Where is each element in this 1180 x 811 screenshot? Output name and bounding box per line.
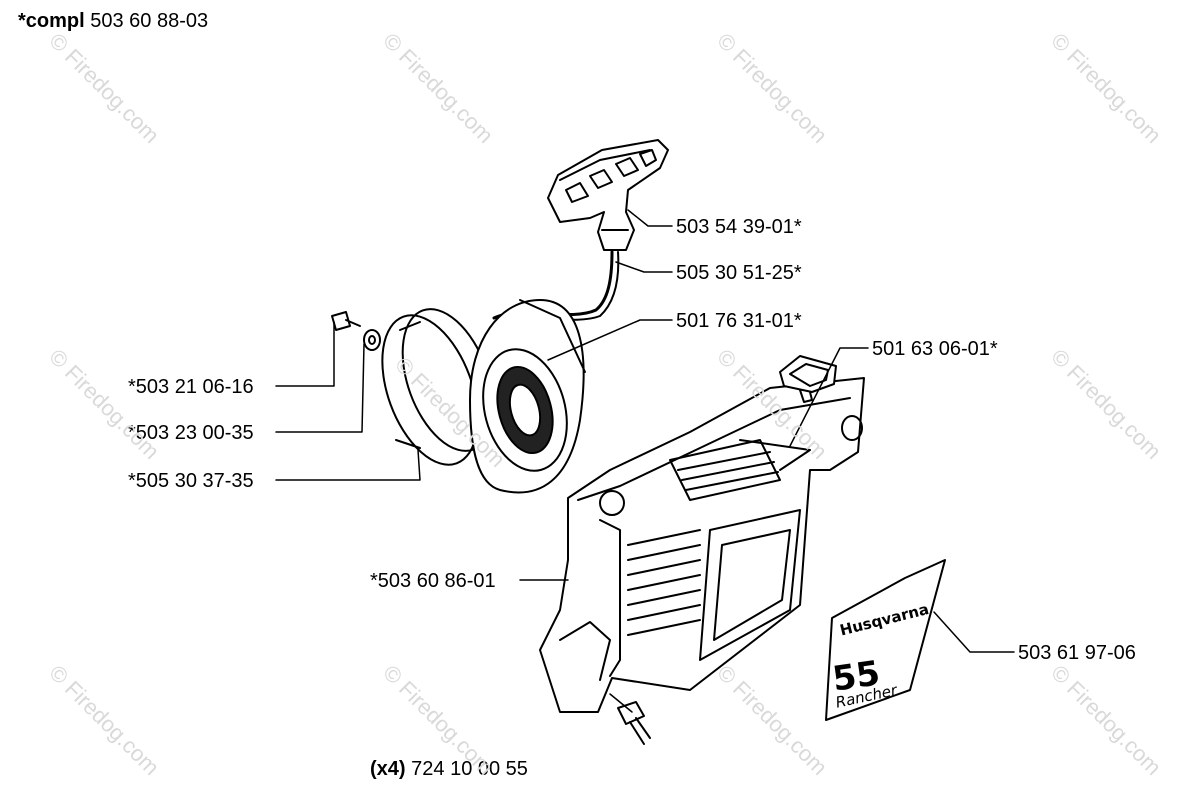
label-decal: 503 61 97-06: [1018, 642, 1136, 664]
assembly-prefix: *compl: [18, 10, 85, 32]
starter-cover: [539, 377, 865, 713]
label-grommet: 501 63 06-01*: [872, 338, 998, 360]
starter-handle: [547, 139, 669, 251]
label-pulley: *505 30 37-35: [128, 470, 254, 492]
washer: [363, 329, 381, 351]
starter-pulley: [381, 308, 495, 466]
label-screw: *503 21 06-16: [128, 376, 254, 398]
label-rope: 505 30 51-25*: [676, 262, 802, 284]
label-cover: *503 60 86-01: [370, 570, 496, 592]
cover-screw: [617, 701, 651, 745]
assembly-part-number: 503 60 88-03: [90, 10, 209, 32]
label-cover-screw: (x4) 724 10 00 55: [370, 758, 528, 780]
cover-screw-qty: (x4): [370, 758, 406, 780]
cover-screw-part: 724 10 00 55: [411, 758, 528, 780]
pulley-screw: [331, 311, 361, 331]
decal: [825, 559, 946, 721]
label-washer: *503 23 00-35: [128, 422, 254, 444]
label-handle: 503 54 39-01*: [676, 216, 802, 238]
assembly-header: *compl 503 60 88-03: [18, 10, 208, 32]
leader-lines: [275, 209, 1015, 713]
label-pulley-spring: 501 76 31-01*: [676, 310, 802, 332]
spring-housing: [469, 299, 586, 494]
